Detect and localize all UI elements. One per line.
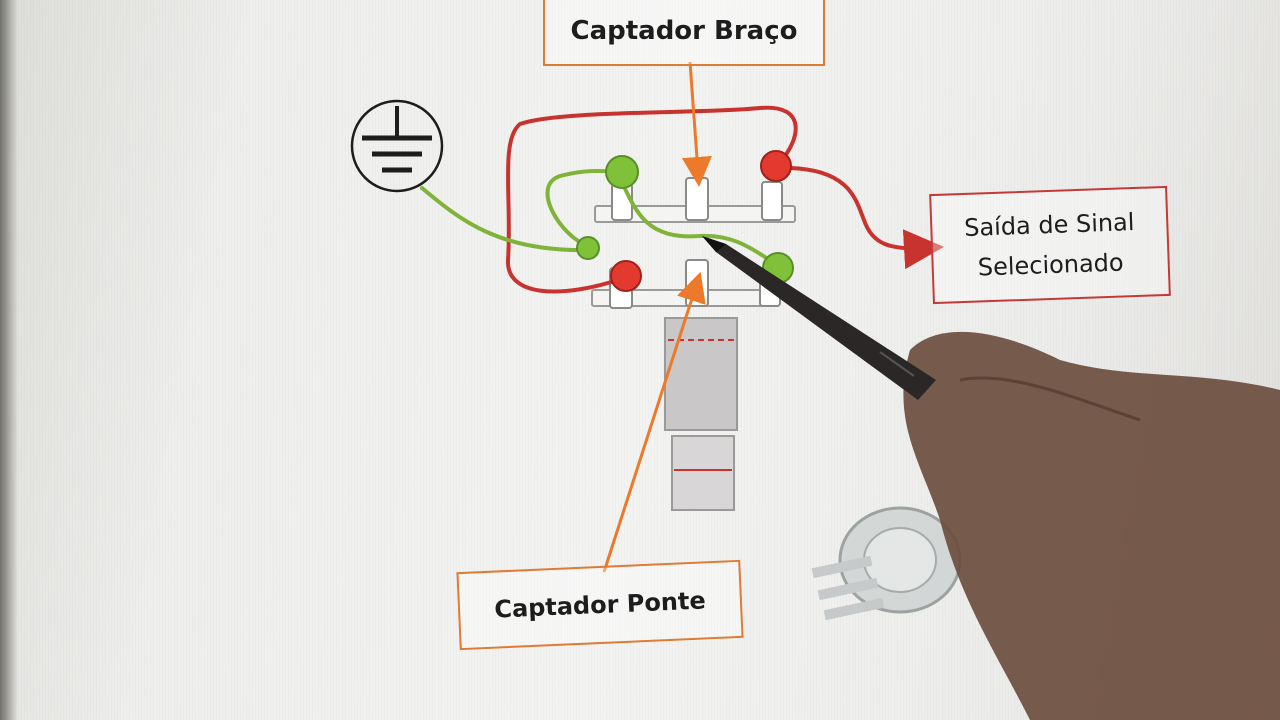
- potentiometer-object: [811, 506, 962, 621]
- arrow-captador-ponte: [602, 271, 706, 573]
- label-captador-braco: Captador Braço: [543, 0, 825, 66]
- ground-solder-point: [605, 155, 639, 189]
- switch-lever: [671, 435, 735, 511]
- label-saida-sinal: Saída de Sinal Selecionado: [929, 185, 1171, 305]
- hot-solder-point: [760, 150, 792, 182]
- captador-ponte-text: Captador Ponte: [493, 586, 707, 624]
- pen: [702, 236, 936, 400]
- label-captador-ponte: Captador Ponte: [456, 559, 744, 651]
- switch-lever-housing: [664, 317, 738, 431]
- hand: [903, 331, 1280, 720]
- ground-wire-cross: [618, 176, 782, 268]
- output-wire: [788, 166, 944, 270]
- arrow-captador-braco: [681, 61, 712, 187]
- switch-lug: [611, 183, 633, 221]
- hot-solder-point: [610, 260, 642, 292]
- selector-switch: [591, 177, 796, 511]
- monitor-bezel: [0, 0, 18, 720]
- switch-lug: [685, 259, 709, 307]
- ground-wire: [420, 186, 590, 253]
- ground-symbol-icon: [350, 99, 444, 193]
- switch-lug: [685, 177, 709, 221]
- saida-line1-text: Saída de Sinal: [963, 208, 1135, 242]
- hot-wire-loop: [505, 105, 798, 294]
- ground-solder-point: [576, 236, 600, 260]
- saida-line2-text: Selecionado: [977, 248, 1125, 282]
- captador-braco-text: Captador Braço: [570, 16, 798, 46]
- switch-lug: [761, 181, 783, 221]
